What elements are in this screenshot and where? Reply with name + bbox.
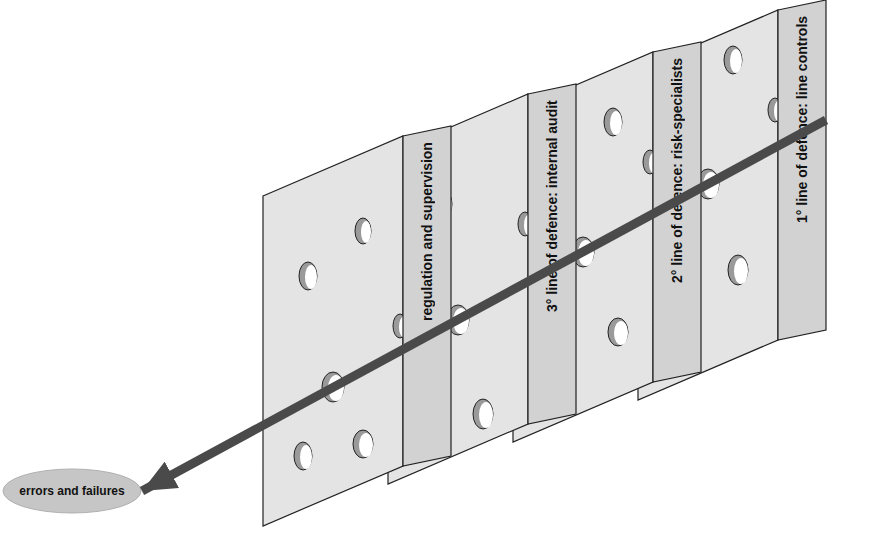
cheese-face — [513, 52, 653, 442]
cheese-side — [778, 0, 826, 340]
cheese-hole — [724, 46, 742, 74]
cheese-hole-light — [676, 250, 686, 272]
cheese-hole — [670, 247, 686, 273]
cheese-hole-light — [730, 49, 742, 73]
cheese-hole — [294, 442, 312, 470]
cheese-hole — [353, 430, 373, 458]
cheese-hole-light — [300, 445, 312, 469]
cheese-hole-light — [703, 172, 719, 198]
defence-line-label: 2° line of defence: risk-specialists — [659, 58, 695, 370]
cheese-hole — [410, 272, 426, 296]
cheese-face — [638, 10, 778, 400]
cheese-hole — [355, 218, 371, 244]
cheese-hole-light — [453, 308, 469, 334]
cheese-hole-light — [671, 111, 681, 131]
cheese-hole — [665, 108, 681, 132]
cheese-hole — [604, 108, 622, 136]
cheese-hole-light — [551, 172, 561, 194]
cheese-hole — [608, 318, 628, 346]
cheese-hole — [322, 372, 344, 402]
cheese-hole-light — [479, 402, 493, 428]
cheese-hole-light — [614, 321, 628, 345]
cheese-face — [388, 94, 528, 484]
defence-line-label: 1° line of defence: line controls — [784, 16, 820, 328]
cheese-side — [403, 126, 451, 466]
cheese-hole — [299, 262, 317, 290]
outcome-label: errors and failures — [2, 468, 142, 514]
cheese-hole-light — [610, 111, 622, 135]
cheese-hole — [545, 169, 561, 195]
cheese-hole — [420, 391, 436, 417]
cheese-hole — [473, 399, 493, 429]
cheese-hole — [697, 169, 719, 199]
cheese-hole — [434, 190, 452, 218]
cheese-hole-light — [734, 258, 748, 284]
cheese-hole-light — [440, 193, 452, 217]
outcome-ellipse: errors and failures — [2, 468, 142, 514]
cheese-slice: regulation and supervision — [263, 126, 451, 526]
cheese-hole — [728, 255, 748, 285]
cheese-side — [653, 42, 701, 382]
defence-line-label: regulation and supervision — [409, 142, 445, 454]
cheese-hole-light — [305, 265, 317, 289]
cheese-hole-light — [416, 275, 426, 295]
defence-line-label: 3° line of defence: internal audit — [534, 100, 570, 412]
cheese-hole-light — [578, 240, 594, 266]
cheese-hole-light — [328, 375, 344, 401]
cheese-hole-light — [555, 321, 567, 345]
cheese-hole-light — [361, 221, 371, 243]
cheese-hole — [572, 237, 594, 267]
cheese-hole — [447, 305, 469, 335]
cheese-face — [263, 136, 403, 526]
outcome-ellipse-shape — [3, 469, 141, 513]
cheese-hole — [549, 318, 567, 346]
cheese-hole-light — [359, 433, 373, 457]
cheese-hole-light — [426, 394, 436, 416]
cheese-side — [528, 84, 576, 424]
